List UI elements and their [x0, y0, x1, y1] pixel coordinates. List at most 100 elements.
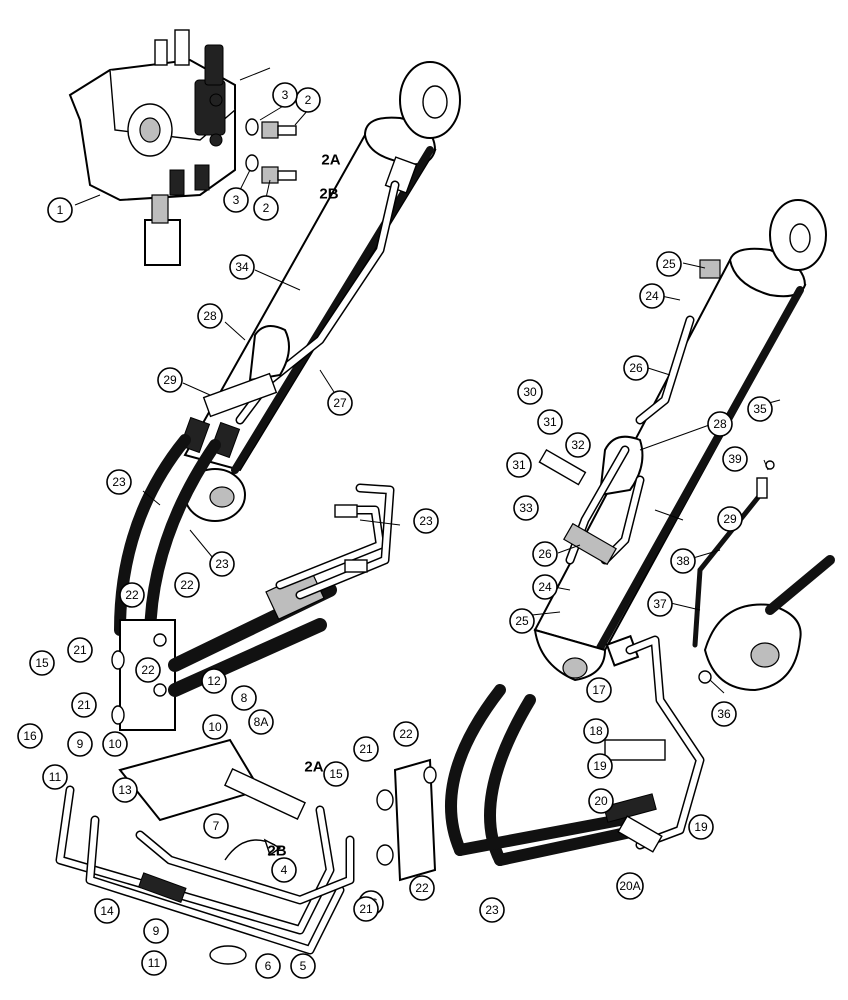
- callout-c17: 17: [586, 677, 612, 703]
- callout-c8a: 8A: [248, 709, 274, 735]
- callout-circle: [647, 591, 673, 617]
- callout-number: 31: [543, 415, 557, 429]
- callout-c10b: 10: [102, 731, 128, 757]
- callout-c27: 27: [327, 390, 353, 416]
- callout-circle: [223, 187, 249, 213]
- callout-circle: [506, 452, 532, 478]
- callout-c11a: 11: [42, 764, 68, 790]
- callout-circle: [94, 898, 120, 924]
- callout-c7: 7: [203, 813, 229, 839]
- callout-circle: [42, 764, 68, 790]
- callout-number: 23: [215, 557, 229, 571]
- callout-circle: [711, 701, 737, 727]
- callout-number: 23: [419, 514, 433, 528]
- callout-c1: 1: [47, 197, 73, 223]
- callout-c22e: 22: [409, 875, 435, 901]
- callout-number: 20: [594, 794, 608, 808]
- callout-c2b: 2: [253, 195, 279, 221]
- manifold-block-and-tubes: [111, 483, 395, 731]
- callout-number: 20A: [619, 879, 640, 893]
- callout-number: 38: [676, 554, 690, 568]
- callout-circle: [201, 668, 227, 694]
- callout-circle: [106, 469, 132, 495]
- callout-c4: 4: [271, 857, 297, 883]
- callout-circle: [119, 582, 145, 608]
- callout-circle: [537, 409, 563, 435]
- callout-c20a: 20A: [616, 872, 644, 900]
- callout-circle: [670, 548, 696, 574]
- callout-circle: [413, 508, 439, 534]
- callout-number: 14: [100, 904, 114, 918]
- callout-c22d: 22: [393, 721, 419, 747]
- callouts-layer: 12233456788A9910101111121314151516161718…: [17, 82, 773, 979]
- callout-circle: [174, 572, 200, 598]
- callout-number: 25: [515, 614, 529, 628]
- callout-circle: [707, 411, 733, 437]
- adapter-fittings-2A-2B: [245, 118, 297, 184]
- callout-c13: 13: [112, 777, 138, 803]
- callout-circle: [102, 731, 128, 757]
- callout-circle: [532, 574, 558, 600]
- callout-c12: 12: [201, 668, 227, 694]
- callout-c9a: 9: [67, 731, 93, 757]
- callout-c19a: 19: [587, 753, 613, 779]
- callout-circle: [353, 896, 379, 922]
- callout-c35: 35: [747, 396, 773, 422]
- callout-number: 13: [118, 783, 132, 797]
- callout-c6: 6: [255, 953, 281, 979]
- label-l2b_top: 2B: [319, 186, 338, 203]
- callout-circle: [517, 379, 543, 405]
- callout-number: 2: [263, 201, 270, 215]
- callout-c16a: 16: [17, 723, 43, 749]
- callout-c31a: 31: [506, 452, 532, 478]
- callout-number: 1: [57, 203, 64, 217]
- callout-number: 21: [359, 902, 373, 916]
- callout-number: 32: [571, 438, 585, 452]
- callout-c21b: 21: [71, 692, 97, 718]
- callout-c20: 20: [588, 788, 614, 814]
- callout-number: 24: [538, 580, 552, 594]
- callout-number: 5: [300, 959, 307, 973]
- callout-c15b: 15: [323, 761, 349, 787]
- callout-number: 18: [589, 724, 603, 738]
- callout-circle: [616, 872, 644, 900]
- callout-c25b: 25: [509, 608, 535, 634]
- callout-c23a: 23: [106, 469, 132, 495]
- callout-number: 11: [148, 956, 161, 970]
- callout-c11b: 11: [141, 950, 167, 976]
- callout-circle: [513, 495, 539, 521]
- right-tubes-26-28: [538, 259, 721, 566]
- callout-number: 25: [662, 257, 676, 271]
- callout-c34: 34: [229, 254, 255, 280]
- callout-c18: 18: [583, 718, 609, 744]
- callout-c22b: 22: [174, 572, 200, 598]
- callout-number: 3: [282, 88, 289, 102]
- callout-number: 2: [305, 93, 312, 107]
- callout-c21c: 21: [353, 736, 379, 762]
- callout-c29a: 29: [157, 367, 183, 393]
- callout-number: 33: [519, 501, 533, 515]
- callout-c10a: 10: [202, 714, 228, 740]
- label-l2a_top: 2A: [321, 152, 340, 169]
- callout-c38: 38: [670, 548, 696, 574]
- callout-circle: [353, 736, 379, 762]
- callout-c37: 37: [647, 591, 673, 617]
- callout-circle: [688, 814, 714, 840]
- callout-number: 31: [512, 458, 526, 472]
- label-l2b_mid: 2B: [267, 843, 286, 860]
- callout-circle: [271, 857, 297, 883]
- callout-circle: [587, 753, 613, 779]
- callout-circle: [327, 390, 353, 416]
- callout-circle: [248, 709, 274, 735]
- callout-number: 15: [35, 656, 49, 670]
- callout-circle: [656, 251, 682, 277]
- left-clamp-28-29: [179, 325, 290, 459]
- callout-number: 27: [333, 396, 347, 410]
- callout-c26a: 26: [623, 355, 649, 381]
- callout-number: 35: [753, 402, 767, 416]
- callout-number: 6: [265, 959, 272, 973]
- callout-number: 22: [125, 588, 139, 602]
- callout-circle: [479, 897, 505, 923]
- callout-c24b: 24: [532, 574, 558, 600]
- callout-circle: [203, 813, 229, 839]
